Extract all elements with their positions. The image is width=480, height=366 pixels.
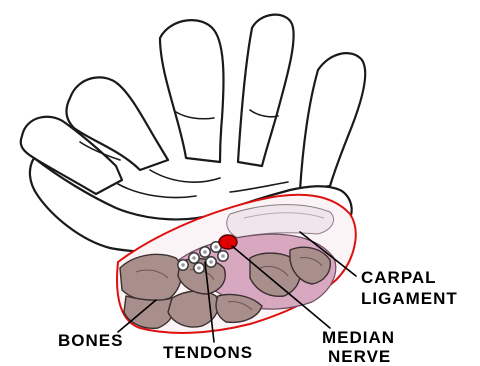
label-median: MEDIAN <box>322 328 395 347</box>
thumb <box>300 53 365 190</box>
bone-1 <box>120 254 182 300</box>
middle-finger <box>160 20 224 162</box>
label-bones: BONES <box>58 331 123 350</box>
label-tendons: TENDONS <box>163 343 253 362</box>
index-finger <box>238 15 294 166</box>
label-carpal: CARPAL <box>361 268 437 287</box>
label-ligament: LIGAMENT <box>361 289 458 308</box>
label-nerve: NERVE <box>328 347 391 366</box>
wrist-cross-section <box>117 195 356 333</box>
